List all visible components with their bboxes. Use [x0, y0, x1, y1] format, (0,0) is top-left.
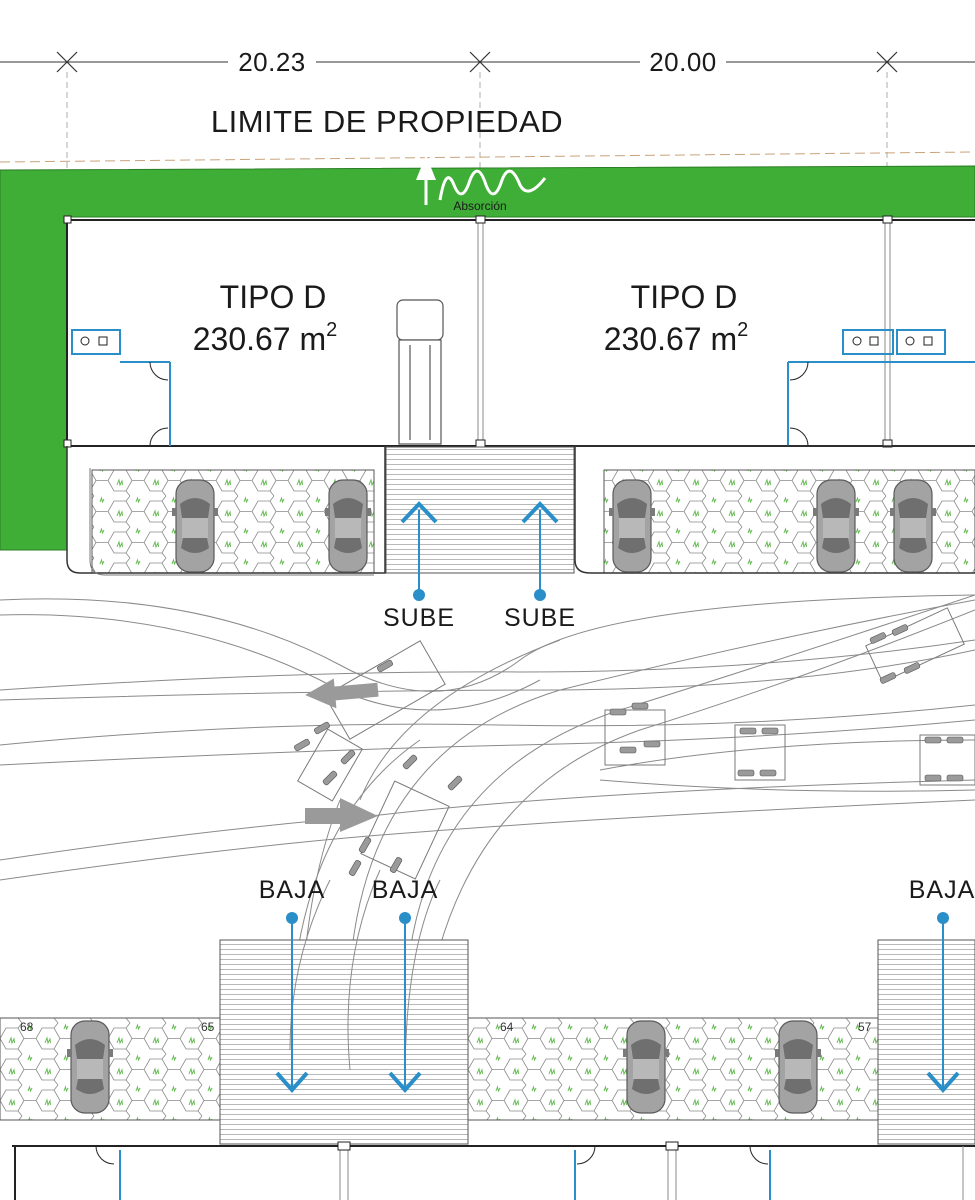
ramp-down-label-2: BAJA [372, 876, 439, 904]
unit-area-label-2: 230.67 m2 [604, 319, 749, 357]
stall-number-68: 68 [20, 1020, 34, 1034]
ramp-down-arrow-3 [926, 912, 960, 1094]
dimension-label-2: 20.00 [649, 47, 717, 77]
bathroom-left [71, 329, 171, 447]
ramp-down-arrow-1 [275, 912, 309, 1094]
absorption-icon [416, 155, 547, 205]
ramp-down-arrow-2 [388, 912, 422, 1094]
absorption-label: Absorción [453, 199, 506, 213]
dimension-label-1: 20.23 [238, 47, 306, 77]
truck-outline [396, 299, 444, 445]
stall-number-64: 64 [500, 1020, 514, 1034]
property-limit-label: LIMITE DE PROPIEDAD [211, 104, 563, 139]
unit-type-label-1: TIPO D [220, 279, 327, 315]
stall-number-65: 65 [201, 1020, 215, 1034]
vehicle-turning-paths [0, 594, 975, 1061]
ramp-up-label-2: SUBE [504, 604, 576, 632]
ramp-up-arrow-2 [521, 501, 559, 601]
lower-ramp-left [219, 939, 469, 1145]
property-line [0, 151, 975, 163]
ramp-down-label-1: BAJA [259, 876, 326, 904]
unit-area-label-1: 230.67 m2 [193, 319, 338, 357]
ramp-up-label-1: SUBE [383, 604, 455, 632]
bathroom-right [787, 329, 975, 447]
traffic-arrows [305, 678, 379, 832]
ramp-down-label-3: BAJA [909, 876, 975, 904]
ramp-up-arrow-1 [400, 501, 438, 601]
stall-number-57: 57 [858, 1020, 872, 1034]
lower-ramp-right [877, 939, 975, 1145]
lower-building [12, 1141, 975, 1200]
upper-ramp [385, 446, 575, 574]
unit-type-label-2: TIPO D [631, 279, 738, 315]
